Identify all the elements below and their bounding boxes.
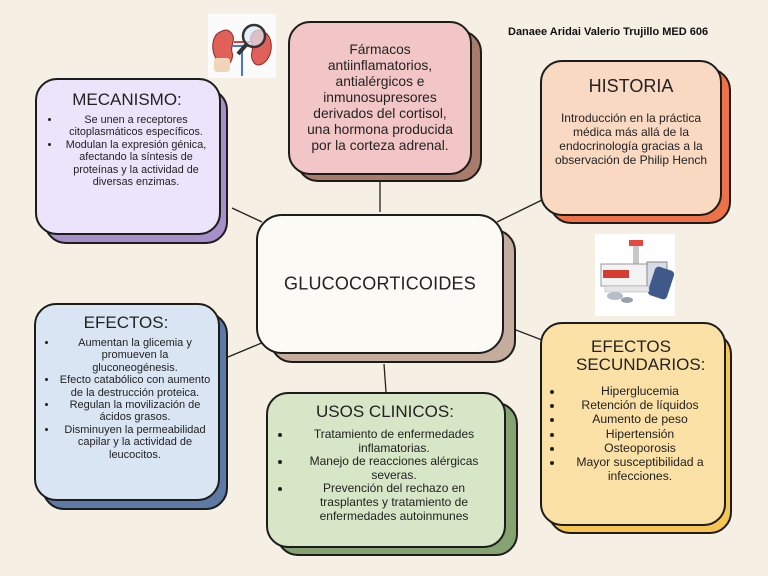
list-item: Retención de líquidos	[564, 398, 716, 412]
kidney-magnifier-icon	[208, 14, 276, 78]
historia-text: Introducción en la práctica médica más a…	[554, 111, 708, 167]
list-item: Mayor susceptibilidad a infecciones.	[564, 455, 716, 483]
mecanismo-title: MECANISMO:	[72, 90, 182, 109]
list-item: Manejo de reacciones alérgicas severas.	[292, 454, 496, 482]
mecanismo-card: MECANISMO: Se unen a receptores citoplas…	[35, 78, 221, 235]
list-item: Prevención del rechazo en trasplantes y …	[292, 482, 496, 523]
list-item: Modulan la expresión génica, afectando l…	[61, 139, 211, 189]
list-item: Hipertensión	[564, 427, 716, 441]
list-item: Efecto catabólico con aumento de la dest…	[58, 374, 212, 399]
mecanismo-list: Se unen a receptores citoplasmáticos esp…	[43, 114, 211, 188]
secundarios-card: EFECTOS SECUNDARIOS: Hiperglucemia Reten…	[540, 322, 726, 526]
secundarios-title: EFECTOS SECUNDARIOS:	[576, 337, 706, 374]
list-item: Aumentan la glicemia y promueven la gluc…	[58, 337, 212, 374]
center-card: GLUCOCORTICOIDES	[256, 214, 504, 354]
efectos-title: EFECTOS:	[83, 313, 169, 332]
author-name: Danaee Aridai Valerio Trujillo MED 606	[508, 26, 709, 38]
list-item: Tratamiento de enfermedades inflamatoria…	[292, 427, 496, 455]
efectos-card: EFECTOS: Aumentan la glicemia y promueve…	[34, 303, 220, 501]
definition-text: Fármacos antiinflamatorios, antialérgico…	[307, 42, 453, 153]
list-item: Osteoporosis	[564, 441, 716, 455]
list-item: Se unen a receptores citoplasmáticos esp…	[61, 114, 211, 139]
list-item: Hiperglucemia	[564, 384, 716, 398]
medicine-kit-icon	[595, 234, 675, 316]
usos-card: USOS CLINICOS: Tratamiento de enfermedad…	[266, 392, 506, 548]
efectos-list: Aumentan la glicemia y promueven la gluc…	[40, 337, 212, 461]
secundarios-list: Hiperglucemia Retención de líquidos Aume…	[546, 384, 716, 483]
list-item: Disminuyen la permeabilidad capilar y la…	[58, 424, 212, 461]
historia-title: HISTORIA	[588, 76, 674, 96]
list-item: Regulan la movilización de ácidos grasos…	[58, 399, 212, 424]
list-item: Aumento de peso	[564, 412, 716, 426]
center-title: GLUCOCORTICOIDES	[284, 273, 476, 294]
usos-title: USOS CLINICOS:	[316, 402, 454, 421]
definition-card: Fármacos antiinflamatorios, antialérgico…	[288, 21, 472, 175]
usos-list: Tratamiento de enfermedades inflamatoria…	[274, 427, 496, 523]
historia-card: HISTORIA Introducción en la práctica méd…	[540, 60, 722, 216]
